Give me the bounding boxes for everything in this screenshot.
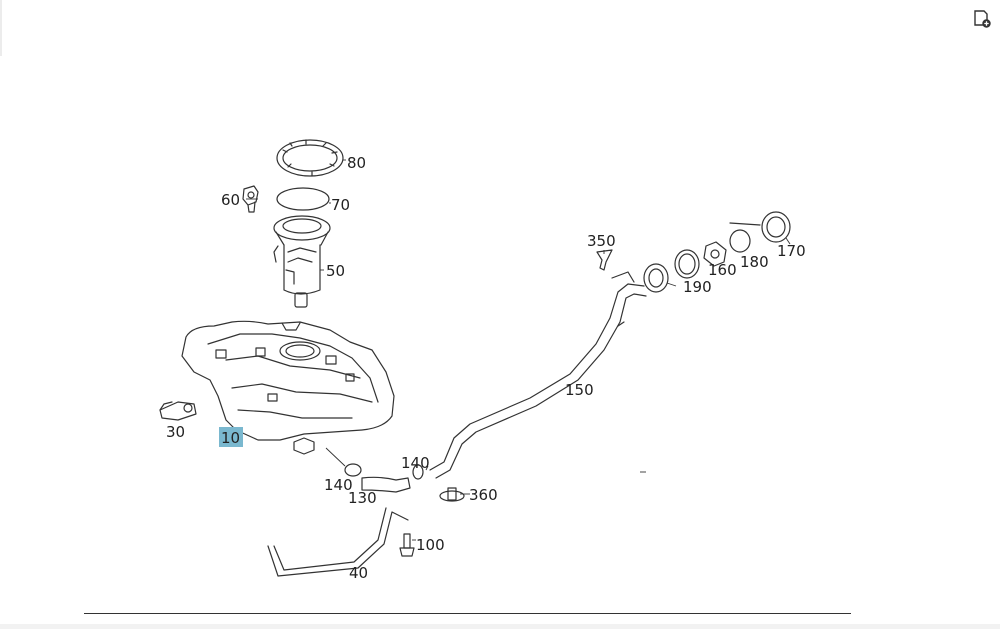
part-40-tank-strap <box>267 511 409 577</box>
part-10-fuel-tank <box>181 320 395 455</box>
callout-10-highlight <box>219 427 243 447</box>
part-30-valve <box>159 401 197 421</box>
part-100-bolt <box>399 533 415 557</box>
part-130-hose <box>361 476 411 493</box>
part-80-flange-ring <box>276 139 344 177</box>
part-180-seal <box>729 229 751 253</box>
callout-160[interactable]: 160 <box>708 261 737 279</box>
callout-50[interactable]: 50 <box>326 262 345 280</box>
part-160-lock <box>703 241 727 267</box>
callout-350[interactable]: 350 <box>587 232 616 250</box>
callout-180[interactable]: 180 <box>740 253 769 271</box>
callout-30[interactable]: 30 <box>166 423 185 441</box>
part-140-clamp-left <box>344 463 362 477</box>
left-panel-edge <box>0 0 2 56</box>
footer-divider <box>84 613 851 614</box>
part-70-seal-ring <box>276 187 330 211</box>
callout-10[interactable]: 10 <box>221 429 240 447</box>
bottom-strip <box>0 624 1000 629</box>
part-190-filler-ring <box>643 249 700 293</box>
callout-40[interactable]: 40 <box>349 564 368 582</box>
callout-150[interactable]: 150 <box>565 381 594 399</box>
callout-360[interactable]: 360 <box>469 486 498 504</box>
part-360-grommet <box>439 487 465 502</box>
callout-100[interactable]: 100 <box>416 536 445 554</box>
part-60-sensor <box>242 185 259 213</box>
part-350-bracket <box>596 249 613 271</box>
part-50-fuel-pump-module <box>273 215 331 308</box>
part-150-filler-neck <box>429 271 647 479</box>
callout-140-right[interactable]: 140 <box>401 454 430 472</box>
callout-190[interactable]: 190 <box>683 278 712 296</box>
callout-170[interactable]: 170 <box>777 242 806 260</box>
callout-80[interactable]: 80 <box>347 154 366 172</box>
callout-130[interactable]: 130 <box>348 489 377 507</box>
callout-70[interactable]: 70 <box>331 196 350 214</box>
part-170-fuel-cap <box>729 211 791 243</box>
callout-60[interactable]: 60 <box>221 191 240 209</box>
callout-140-left[interactable]: 140 <box>324 476 353 494</box>
add-to-list-icon <box>974 10 991 28</box>
part-140-clamp-right <box>412 464 424 480</box>
add-to-list-button[interactable] <box>971 8 993 30</box>
